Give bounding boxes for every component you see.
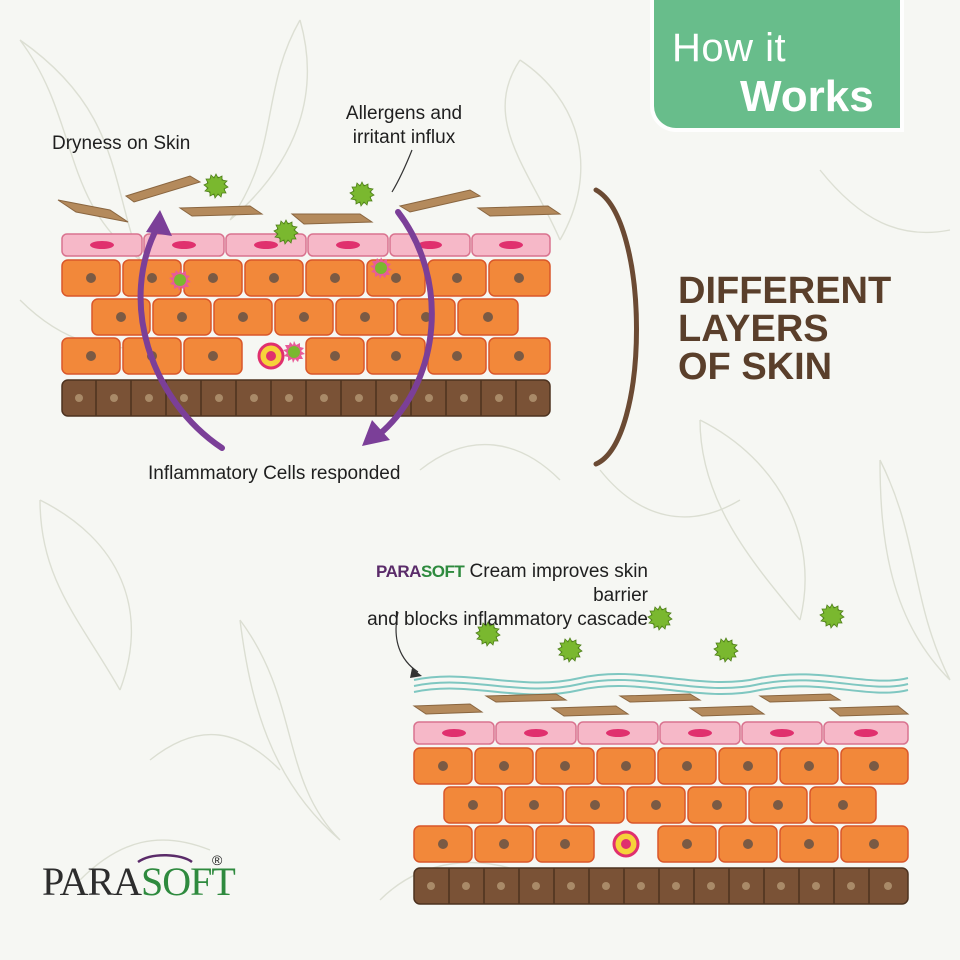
cream-caption-text1: Cream improves skin barrier	[464, 561, 648, 606]
badge-line1: How it	[672, 26, 787, 70]
surface-cell-layer	[61, 233, 551, 257]
surface-cell-layer-bottom	[413, 721, 909, 745]
basal-cell-layer-bottom	[413, 867, 909, 905]
cell-nuclei-bottom	[438, 761, 879, 849]
layers-of-skin-title: DIFFERENT LAYERS OF SKIN	[678, 272, 891, 386]
allergen-pointer	[391, 149, 413, 193]
allergens-label: Allergens and irritant influx	[334, 102, 474, 150]
logo-para: PARA	[42, 859, 142, 904]
logo-soft: SOFT	[141, 859, 236, 904]
inflammatory-label: Inflammatory Cells responded	[148, 463, 401, 484]
inline-brand-para: PARA	[376, 562, 421, 581]
cream-caption-line1: PARASOFT Cream improves skin barrier	[318, 560, 648, 608]
cell-nuclei	[86, 273, 524, 361]
cream-caption: PARASOFT Cream improves skin barrier and…	[318, 560, 648, 632]
parasoft-logo: PARASOFT ®	[42, 852, 236, 905]
layers-title-line3: OF SKIN	[678, 346, 833, 388]
inflammatory-cell-icon	[257, 342, 285, 370]
allergens-label-line1: Allergens and	[345, 103, 463, 124]
logo-wordmark: PARASOFT	[42, 858, 236, 905]
arrow-down-icon	[379, 209, 435, 435]
registered-mark: ®	[212, 852, 223, 868]
dryness-label: Dryness on Skin	[52, 133, 191, 154]
how-it-works-badge: How it Works	[654, 0, 900, 128]
inline-brand: PARASOFT	[376, 562, 465, 581]
inflammatory-cell-icon-bottom	[612, 830, 640, 858]
dead-skin-flakes	[57, 175, 562, 225]
cream-pointer	[395, 611, 419, 673]
badge-line2: Works	[740, 72, 874, 121]
cream-caption-line2: and blocks inflammatory cascade	[367, 609, 648, 630]
cream-pointer-head	[410, 668, 422, 678]
arrow-up-icon	[137, 223, 225, 451]
layers-title-line1: DIFFERENT	[678, 270, 892, 312]
arrow-down-head	[362, 420, 390, 446]
logo-swoosh-icon	[137, 854, 193, 864]
dead-skin-flakes-bottom	[412, 693, 910, 717]
allergens-label-line2: irritant influx	[352, 127, 456, 148]
arrow-up-head	[146, 210, 172, 236]
bottom-skin-diagram	[395, 603, 910, 905]
basal-cell-layer	[61, 379, 551, 417]
cream-barrier	[413, 672, 909, 696]
inline-brand-soft: SOFT	[420, 562, 465, 581]
top-skin-diagram	[57, 149, 639, 467]
layers-title-line2: LAYERS	[678, 308, 829, 350]
layers-bracket	[593, 187, 639, 467]
